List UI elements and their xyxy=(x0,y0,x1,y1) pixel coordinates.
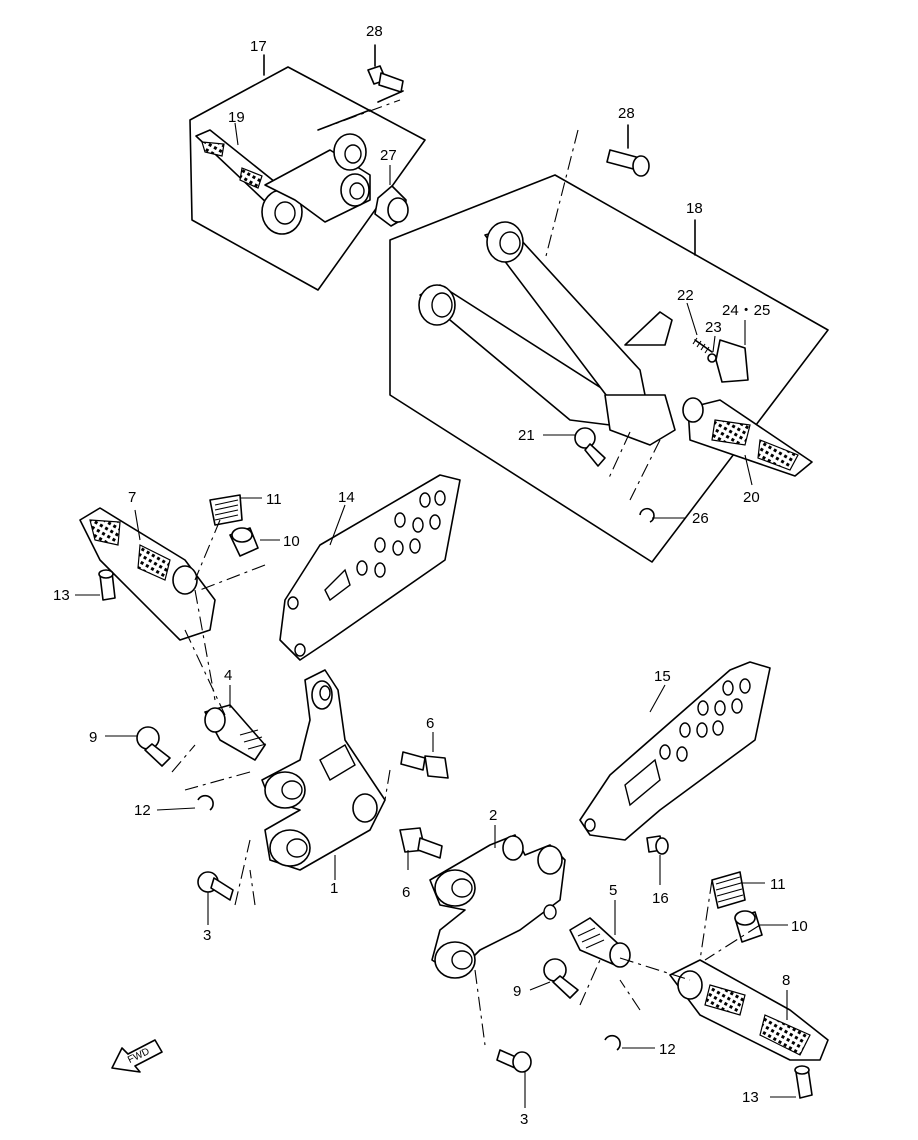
label-21: 21 xyxy=(518,427,535,444)
fwd-arrow-icon: FWD xyxy=(111,1039,163,1073)
label-3-left: 3 xyxy=(203,927,211,944)
label-18: 18 xyxy=(686,200,703,217)
label-2: 2 xyxy=(489,807,497,824)
bracket-18 xyxy=(418,221,676,446)
spring-11-right xyxy=(711,871,746,909)
label-6-lower: 6 xyxy=(402,884,410,901)
label-14: 14 xyxy=(338,489,355,506)
footpeg-20 xyxy=(682,397,813,477)
bolt-3-left xyxy=(197,871,234,901)
label-6-upper: 6 xyxy=(426,715,434,732)
label-28-top: 28 xyxy=(366,23,383,40)
label-23: 23 xyxy=(705,319,722,336)
ball-23 xyxy=(707,353,717,363)
bolt-6-lower xyxy=(399,827,443,859)
pivot-5 xyxy=(569,917,631,968)
bracket-1 xyxy=(261,669,386,871)
heel-guard-14 xyxy=(279,474,461,661)
label-13-right: 13 xyxy=(742,1089,759,1106)
pin-9-right xyxy=(543,958,579,999)
kit-18-box xyxy=(389,174,829,563)
spring-11-left xyxy=(209,494,243,526)
label-5: 5 xyxy=(609,882,617,899)
footpeg-7 xyxy=(79,507,216,641)
heel-guard-15 xyxy=(579,661,771,841)
label-11-right: 11 xyxy=(770,876,786,893)
bolt-28-upper xyxy=(367,65,404,93)
label-12-right: 12 xyxy=(659,1041,676,1058)
label-22: 22 xyxy=(677,287,694,304)
label-26: 26 xyxy=(692,510,709,527)
stopper-13-left xyxy=(98,569,116,601)
label-11-left: 11 xyxy=(266,491,282,508)
label-7: 7 xyxy=(128,489,136,506)
label-16: 16 xyxy=(652,890,669,907)
bushing-27 xyxy=(374,185,409,227)
plate-24-25 xyxy=(715,339,749,383)
bushing-10-left xyxy=(229,527,259,557)
leader-lines xyxy=(75,434,796,1108)
e-clip-26 xyxy=(639,507,655,523)
label-19: 19 xyxy=(228,109,245,126)
pivot-4 xyxy=(204,704,267,761)
label-13-left: 13 xyxy=(53,587,70,604)
pin-9-left xyxy=(136,726,171,767)
bracket-2 xyxy=(429,834,566,979)
bushing-10-right xyxy=(734,910,763,943)
label-20: 20 xyxy=(743,489,760,506)
label-17: 17 xyxy=(250,38,267,55)
e-clip-12-right xyxy=(604,1034,621,1051)
spring-22 xyxy=(692,337,713,354)
part-labels: 17 28 19 27 28 18 22 24・25 23 21 20 26 7… xyxy=(53,23,808,1128)
label-9-left: 9 xyxy=(89,729,97,746)
label-9-right: 9 xyxy=(513,983,521,1000)
kit-17-box xyxy=(189,44,426,291)
bolt-3-right xyxy=(496,1049,532,1073)
label-1: 1 xyxy=(330,880,338,897)
bolt-16 xyxy=(646,835,669,855)
pin-21 xyxy=(574,427,606,467)
bolt-6-upper xyxy=(400,751,449,779)
assembly-lines xyxy=(171,99,761,1046)
label-10-left: 10 xyxy=(283,533,300,550)
label-8: 8 xyxy=(782,972,790,989)
bracket-17 xyxy=(264,133,371,223)
label-4: 4 xyxy=(224,667,232,684)
bolt-28-right xyxy=(606,149,650,177)
label-28-right: 28 xyxy=(618,105,635,122)
label-3-right: 3 xyxy=(520,1111,528,1128)
label-27: 27 xyxy=(380,147,397,164)
label-10-right: 10 xyxy=(791,918,808,935)
e-clip-12-left xyxy=(197,794,214,811)
stopper-13-right xyxy=(794,1065,813,1099)
footpeg-8 xyxy=(669,959,829,1061)
label-24-25: 24・25 xyxy=(722,302,770,319)
label-15: 15 xyxy=(654,668,671,685)
label-12-left: 12 xyxy=(134,802,151,819)
